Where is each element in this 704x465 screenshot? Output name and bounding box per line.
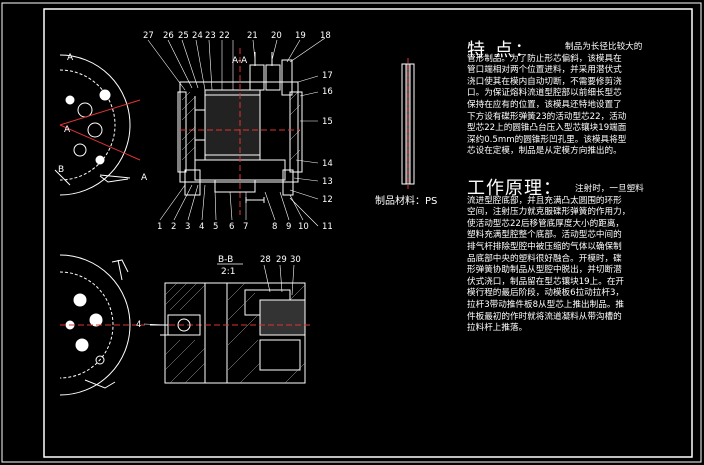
product-sketch <box>401 58 415 190</box>
view-letter-b1: B <box>58 165 64 175</box>
callout-20: 20 <box>271 31 282 41</box>
callout-19: 19 <box>295 31 306 41</box>
product-material-label: 制品材料：PS <box>375 196 438 207</box>
principle-line-3: 空间，注射压力就克服碟形弹簧的作用力， <box>467 207 631 218</box>
principle-line-1: 注射时，一旦塑料 <box>575 184 644 194</box>
callout-26: 26 <box>163 31 174 41</box>
callout-5: 5 <box>213 222 218 232</box>
callout-29: 29 <box>276 255 287 265</box>
principle-line-10: 模行程的最后阶段，动模板6拉动拉杆3， <box>467 288 625 299</box>
callout-3: 3 <box>185 222 190 232</box>
features-line-5: 口。为保证熔料流道型腔部以前细长型芯 <box>467 88 622 99</box>
features-line-1: 制品为长径比较大的 <box>565 42 643 52</box>
features-line-10: 芯设在定模，制品是从定模方向推出的。 <box>467 146 622 157</box>
callouts-bottom: 1 2 3 4 5 6 7 8 9 10 <box>157 222 309 232</box>
callout-15: 15 <box>322 117 333 127</box>
callout-9: 9 <box>286 222 291 232</box>
principle-line-4: 使活动型芯22后移管底厚度大小的距离， <box>467 218 625 229</box>
callout-16: 16 <box>322 87 333 97</box>
callout-30: 30 <box>290 255 301 265</box>
principle-line-13: 拉料杆上推落。 <box>467 323 528 334</box>
callout-28: 28 <box>260 255 271 265</box>
callout-12: 12 <box>322 195 333 205</box>
callout-1: 1 <box>157 222 162 232</box>
callout-7: 7 <box>243 222 248 232</box>
view-A-letters: A A A B <box>58 53 148 183</box>
callout-6: 6 <box>229 222 234 232</box>
callouts-right: 17 16 15 14 13 12 11 <box>322 71 333 232</box>
principle-line-2: 流进型腔底部，并且充满凸太圆围的环形 <box>467 195 622 206</box>
section-b-leaders <box>143 264 295 326</box>
callout-21: 21 <box>247 31 258 41</box>
principle-line-11: 拉杆3带动推件板8从型芯上推出制品。推 <box>467 299 625 310</box>
view-letter-a3: A <box>141 173 148 183</box>
callout-8: 8 <box>272 222 277 232</box>
section-b-hatch <box>164 282 306 384</box>
section-b-label: B-B <box>218 255 233 265</box>
section-b-scale: 2:1 <box>221 267 235 277</box>
callout-25: 25 <box>178 31 189 41</box>
principle-text: 注射时，一旦塑料 流进型腔底部，并且充满凸太圆围的环形 空间，注射压力就克服碟形… <box>467 184 697 335</box>
callout-22: 22 <box>219 31 230 41</box>
main-section-hatch <box>181 91 301 161</box>
callout-23: 23 <box>205 31 216 41</box>
plan-view-bottom <box>59 254 145 396</box>
principle-line-6: 排气杆排除型腔中被压缩的气体以确保制 <box>467 241 622 252</box>
callout-10: 10 <box>298 222 309 232</box>
callout-11: 11 <box>322 222 333 232</box>
callout-14: 14 <box>322 159 333 169</box>
callout-24: 24 <box>192 31 203 41</box>
section-a-label: A-A <box>232 56 248 66</box>
callouts-top: 27 26 25 24 23 22 21 20 19 18 <box>143 31 331 41</box>
plan-view-top <box>54 54 141 196</box>
view-letter-a2: A <box>64 125 71 135</box>
principle-line-5: 塑料充满型腔整个底部。活动型芯中间的 <box>467 230 622 241</box>
callout-18: 18 <box>320 31 331 41</box>
callout-17: 17 <box>322 71 333 81</box>
callout-4: 4 <box>199 222 204 232</box>
callout-2: 2 <box>171 222 176 232</box>
features-line-4: 浇口使其在模内自动切断，不需要修剪浇 <box>467 76 622 87</box>
principle-line-8: 形弹簧协助制品从型腔中脱出，并切断潜 <box>467 265 622 276</box>
features-title: 特 点： <box>467 40 535 61</box>
callout-27: 27 <box>143 31 154 41</box>
features-line-9: 深约0.5mm的圆锥形凹孔里。该模具将型 <box>467 134 627 145</box>
features-line-3: 管口端相对两个位置进料，并采用潜伏式 <box>467 65 622 76</box>
section-b-callouts: 28 29 30 4 <box>136 255 301 330</box>
principle-title: 工作原理： <box>467 178 562 199</box>
features-text: 制品为长径比较大的 管形制品。为了防止形芯偏斜，该模具在 管口端相对两个位置进料… <box>467 42 697 158</box>
callout-13: 13 <box>322 177 333 187</box>
drawing-inner-frame <box>43 8 693 458</box>
features-line-7: 下方设有碟形弹簧23的活动型芯22，活动 <box>467 111 627 122</box>
features-line-8: 型芯22上的圆锥凸台压入型芯镶块19端面 <box>467 123 627 134</box>
features-line-6: 保持在应有的位置，该模具还特地设置了 <box>467 99 622 110</box>
callout-4-b: 4 <box>136 320 141 330</box>
features-line-2: 管形制品。为了防止形芯偏斜，该模具在 <box>467 53 622 64</box>
principle-line-7: 品底部中央的塑料很好融合。开模时，碟 <box>467 253 622 264</box>
principle-line-9: 伏式浇口，制品留在型芯镶块19上。在开 <box>467 276 625 287</box>
view-letter-a1: A <box>67 53 74 63</box>
leader-lines <box>147 37 326 227</box>
principle-line-12: 件板最初的作时就将流道凝料从带沟槽的 <box>467 311 622 322</box>
